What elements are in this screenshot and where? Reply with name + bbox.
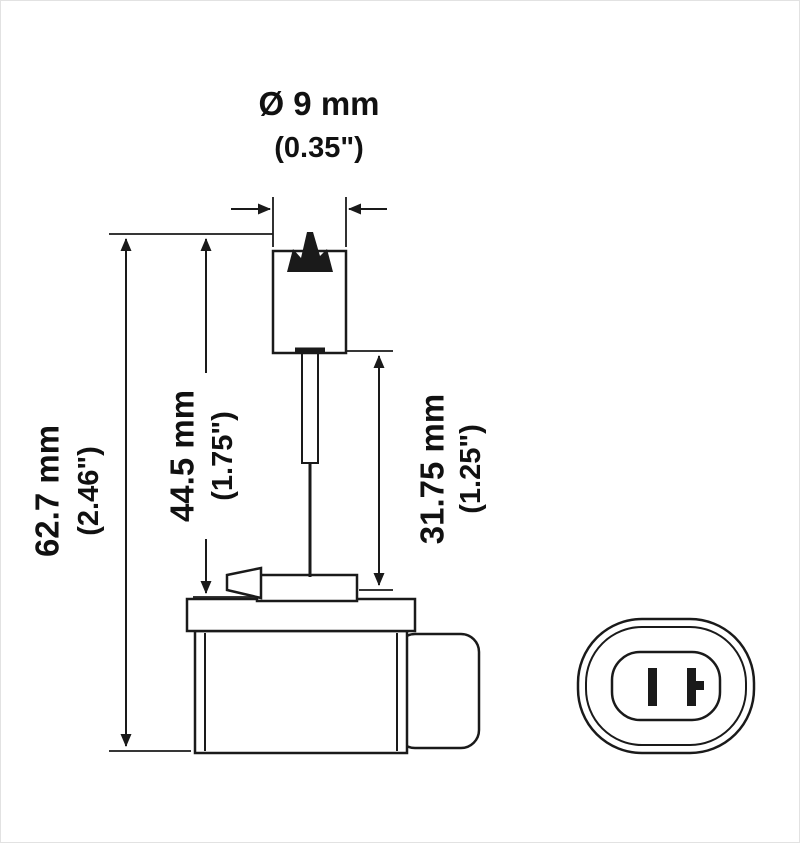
filament-stem xyxy=(301,352,319,464)
connector-pin-right xyxy=(687,668,704,706)
dimension-overall-length: 62.7 mm (2.46") xyxy=(29,233,273,752)
overall-length-metric-label: 62.7 mm xyxy=(29,425,66,557)
dimension-diameter: Ø 9 mm (0.35") xyxy=(231,85,387,247)
base-body xyxy=(193,629,409,755)
connector-pin-left xyxy=(648,668,657,706)
base-connector-shroud xyxy=(395,632,481,750)
overall-length-imperial-label: (2.46") xyxy=(73,446,105,536)
bulb-length-metric-label: 44.5 mm xyxy=(164,390,201,522)
diameter-metric-label: Ø 9 mm xyxy=(258,85,379,122)
dimension-filament-height: 31.75 mm (1.25") xyxy=(327,350,487,591)
bulb-side-view xyxy=(185,232,481,755)
filament-height-metric-label: 31.75 mm xyxy=(414,394,451,544)
bulb-sealed-tip xyxy=(287,232,333,272)
filament-height-imperial-label: (1.25") xyxy=(455,424,487,514)
bulb-length-imperial-label: (1.75") xyxy=(207,411,239,501)
base-lip xyxy=(185,597,417,633)
dimension-bulb-length: 44.5 mm (1.75") xyxy=(164,238,261,598)
bulb-flange xyxy=(255,573,359,603)
flange-key-tab xyxy=(225,566,263,600)
connector-rear-view xyxy=(576,617,756,755)
diameter-imperial-label: (0.35") xyxy=(274,132,364,164)
